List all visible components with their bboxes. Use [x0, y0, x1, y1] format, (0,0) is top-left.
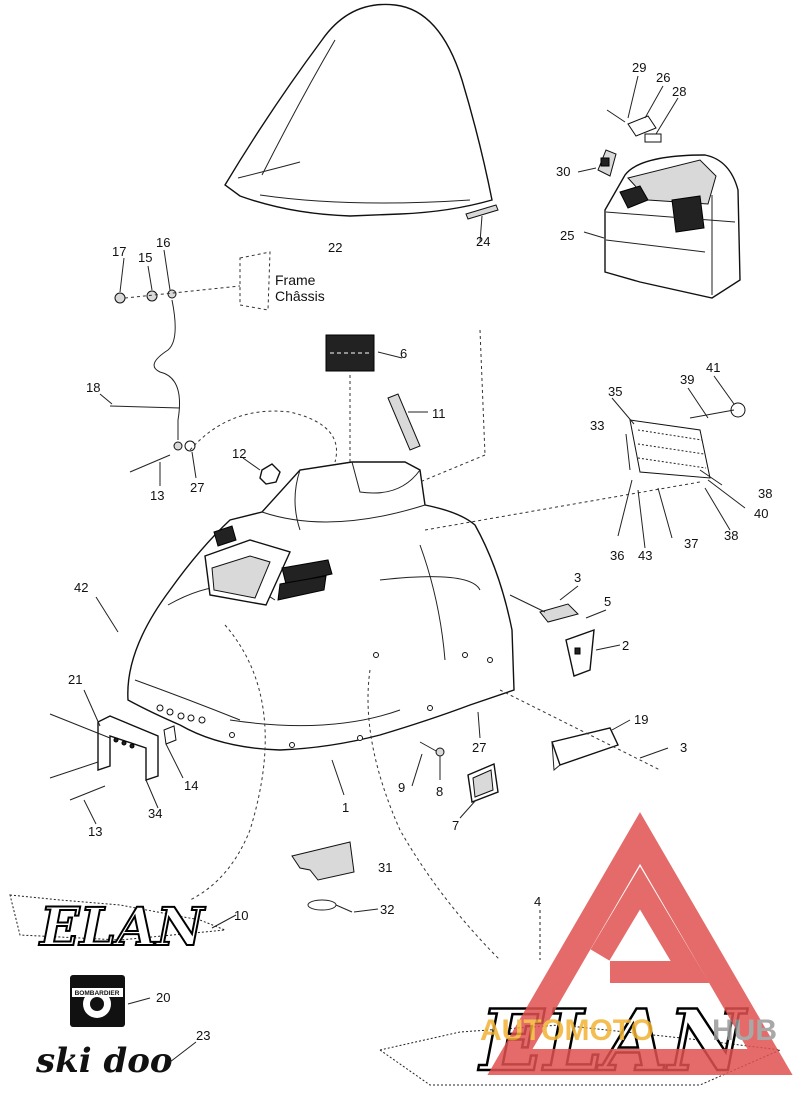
- reflector-7: [467, 763, 499, 803]
- bolt-8-9: [419, 741, 445, 757]
- hook-2: [565, 628, 595, 677]
- hood-holes: [156, 652, 493, 748]
- callout-27a: 27: [190, 480, 204, 495]
- callout-5: 5: [604, 594, 611, 609]
- watermark-text-a: AUTOMOTO: [480, 1014, 654, 1047]
- callout-7: 7: [452, 818, 459, 833]
- console-part-25: [604, 154, 741, 299]
- panel-31: [291, 841, 355, 881]
- bracket-26-28: [606, 109, 662, 143]
- decal-elan-10: ELAN: [9, 894, 226, 959]
- callout-37: 37: [684, 536, 698, 551]
- callout-28: 28: [672, 84, 686, 99]
- callout-16: 16: [156, 235, 170, 250]
- callout-3b: 3: [680, 740, 687, 755]
- frame-bracket: [239, 251, 271, 311]
- callout-15: 15: [138, 250, 152, 265]
- rivet-13-top: [129, 454, 171, 473]
- callout-31: 31: [378, 860, 392, 875]
- bombardier-logo-text: BOMBARDIER: [75, 990, 120, 997]
- callout-35: 35: [608, 384, 622, 399]
- washers-15-17: [114, 285, 241, 304]
- callout-30: 30: [556, 164, 570, 179]
- frame-label: Frame: [275, 272, 316, 288]
- callout-19: 19: [634, 712, 648, 727]
- callout-38a: 38: [758, 486, 772, 501]
- hood-part-1: [127, 461, 515, 751]
- callout-1: 1: [342, 800, 349, 815]
- spring-assembly-35-38: [629, 402, 746, 479]
- windshield-part: [224, 3, 493, 217]
- callout-27b: 27: [472, 740, 486, 755]
- bombardier-logo-20: BOMBARDIER: [70, 975, 125, 1027]
- callout-6: 6: [400, 346, 407, 361]
- callout-32: 32: [380, 902, 394, 917]
- headlight-opening: [204, 539, 291, 606]
- callout-29: 29: [632, 60, 646, 75]
- callout-40: 40: [754, 506, 768, 521]
- callout-8: 8: [436, 784, 443, 799]
- callout-leaders: [83, 75, 746, 1063]
- pin-32: [307, 899, 353, 913]
- chassis-label: Châssis: [275, 288, 325, 304]
- callout-36: 36: [610, 548, 624, 563]
- callout-20: 20: [156, 990, 170, 1005]
- callout-14: 14: [184, 778, 198, 793]
- callout-numbers: 1 2 3 3 3 4 5 6 7 8 9 10 11 12 13 13 14 …: [68, 60, 772, 1043]
- callout-42: 42: [74, 580, 88, 595]
- handle-11: [387, 393, 421, 451]
- callout-2: 2: [622, 638, 629, 653]
- deflector-19: [551, 727, 619, 772]
- callout-12: 12: [232, 446, 246, 461]
- callout-39: 39: [680, 372, 694, 387]
- callout-26: 26: [656, 70, 670, 85]
- callout-18: 18: [86, 380, 100, 395]
- callout-11: 11: [432, 406, 446, 421]
- bracket-14-34: [97, 715, 177, 781]
- callout-21: 21: [68, 672, 82, 687]
- callout-25: 25: [560, 228, 574, 243]
- latch-5: [509, 594, 579, 623]
- callout-13a: 13: [150, 488, 164, 503]
- callout-43: 43: [638, 548, 652, 563]
- switch-30: [597, 149, 617, 177]
- callout-10: 10: [234, 908, 248, 923]
- callout-13b: 13: [88, 824, 102, 839]
- callout-3a: 3: [574, 570, 581, 585]
- callout-34: 34: [148, 806, 162, 821]
- decal-elan-10-text: ELAN: [38, 897, 207, 958]
- callout-24: 24: [476, 234, 490, 249]
- callout-17: 17: [112, 244, 126, 259]
- automotohub-watermark: AUTOMOTO HUB: [480, 812, 793, 1075]
- strip-24: [465, 204, 499, 220]
- callout-9: 9: [398, 780, 405, 795]
- callout-22: 22: [328, 240, 342, 255]
- callout-33: 33: [590, 418, 604, 433]
- callout-38b: 38: [724, 528, 738, 543]
- watermark-text-b: HUB: [712, 1014, 777, 1047]
- cable-16-18: [109, 289, 196, 452]
- plate-6: [325, 334, 375, 372]
- grommet-12: [259, 463, 281, 485]
- callout-4: 4: [534, 894, 541, 909]
- callout-41: 41: [706, 360, 720, 375]
- skidoo-decal-text: ski doo: [35, 1041, 173, 1081]
- vent-grilles: [213, 525, 333, 601]
- skidoo-decal-23: ski doo: [35, 1041, 173, 1081]
- callout-23: 23: [196, 1028, 210, 1043]
